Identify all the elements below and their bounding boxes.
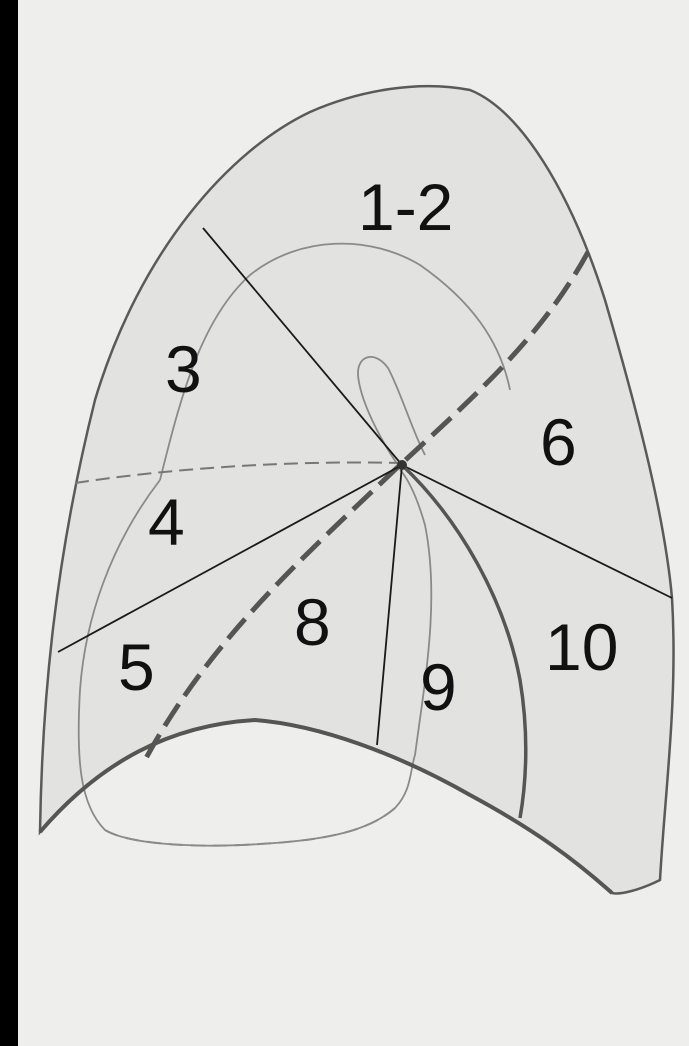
segment-label-10: 10 <box>545 610 618 684</box>
segment-label-9: 9 <box>420 650 457 724</box>
segment-label-5: 5 <box>118 630 155 704</box>
segment-label-1-2: 1-2 <box>358 170 453 244</box>
segment-label-4: 4 <box>148 485 185 559</box>
segment-label-6: 6 <box>540 405 577 479</box>
segment-label-3: 3 <box>165 332 202 406</box>
hilum-point <box>397 460 407 470</box>
segment-label-8: 8 <box>294 585 331 659</box>
